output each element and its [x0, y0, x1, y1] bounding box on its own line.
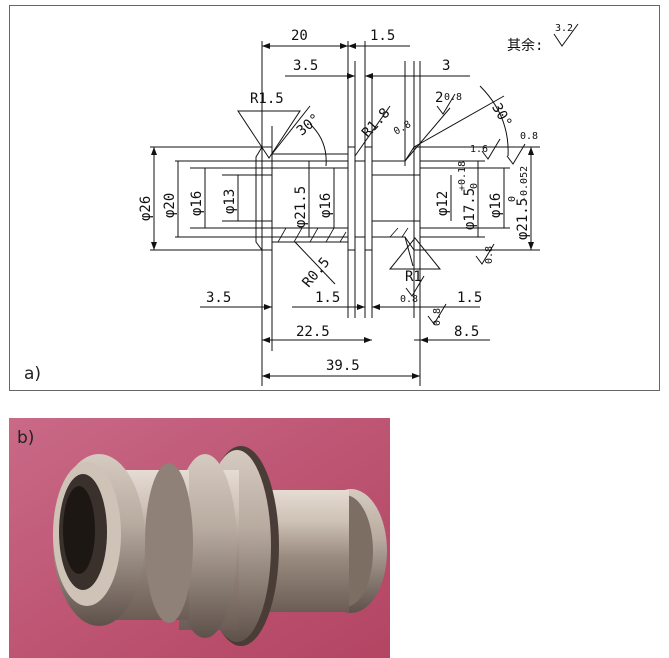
dim-phi21-5-tol-low: -0.052 — [519, 166, 530, 202]
dim-r0-5: R0.5 — [299, 255, 333, 291]
dim-2: 2 — [435, 90, 443, 106]
dim-3-top: 3 — [442, 58, 450, 74]
roughness-0-8-d: 0.8 — [484, 246, 495, 264]
part-mid-flange — [348, 146, 356, 251]
roughness-0-8-f: 0.8 — [432, 308, 443, 326]
dim-phi12: φ12 — [435, 191, 451, 216]
roughness-0-8-c: 0.8 — [520, 131, 538, 142]
photo-panel: b) — [9, 418, 390, 658]
dim-r1: R1 — [405, 269, 422, 285]
dim-r1-5: R1.5 — [250, 91, 284, 107]
dim-phi21-5-tol-up: 0 — [507, 196, 518, 202]
dim-3-5-top: 3.5 — [293, 58, 318, 74]
part-photo — [9, 418, 390, 658]
dim-1-5-top: 1.5 — [370, 28, 395, 44]
dim-30-right: 30° — [488, 101, 515, 131]
dim-phi21-5-inner: φ21.5 — [293, 186, 309, 228]
dim-39-5: 39.5 — [326, 358, 360, 374]
roughness-0-8-e: 0.8 — [400, 294, 418, 305]
roughness-0-8-b: 0.8 — [392, 119, 413, 138]
dim-phi17-5-tol-up: +0.18 — [457, 161, 468, 191]
panel-a-label: a) — [24, 364, 42, 384]
drawing-panel: 3.2 其余: 20 1.5 3.5 3 R1.5 30° R1.8 2 30°… — [9, 5, 660, 391]
dim-22-5: 22.5 — [296, 324, 330, 340]
note-text: 其余: — [507, 37, 543, 54]
dim-1-5-bottom-mid: 1.5 — [315, 290, 340, 306]
part-right-head — [372, 146, 421, 251]
dim-3-5-bottom: 3.5 — [206, 290, 231, 306]
roughness-1-6: 1.6 — [470, 144, 488, 155]
part-left-flange — [255, 146, 273, 251]
dim-phi26: φ26 — [138, 196, 154, 221]
dim-phi13: φ13 — [222, 189, 238, 214]
technical-drawing: 3.2 其余: 20 1.5 3.5 3 R1.5 30° R1.8 2 30°… — [138, 23, 579, 386]
dim-20: 20 — [291, 28, 308, 44]
dim-r1-8: R1.8 — [359, 105, 393, 141]
panel-b-label: b) — [17, 428, 35, 448]
dim-phi16-right: φ16 — [488, 193, 504, 218]
part-body — [272, 153, 349, 243]
roughness-0-8-a: 0.8 — [444, 92, 462, 103]
dim-8-5: 8.5 — [454, 324, 479, 340]
dim-phi21-5-right: φ21.5 — [515, 198, 531, 240]
dim-phi17-5-tol-low: 0 — [469, 183, 480, 189]
dim-phi17-5: φ17.5 — [462, 188, 478, 230]
dim-phi16-left: φ16 — [189, 191, 205, 216]
dim-1-5-bottom-right: 1.5 — [457, 290, 482, 306]
dim-phi16-mid: φ16 — [318, 193, 334, 218]
dim-phi20: φ20 — [162, 193, 178, 218]
note-roughness-value: 3.2 — [555, 23, 573, 34]
